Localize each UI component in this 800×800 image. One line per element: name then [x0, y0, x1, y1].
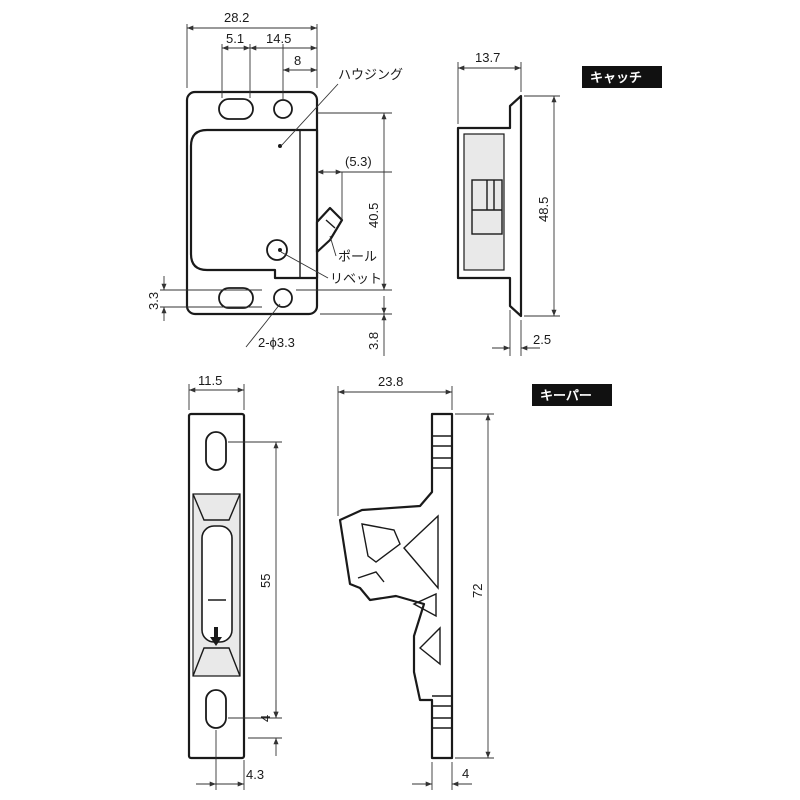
catch-front-view — [185, 90, 344, 316]
pole-detail — [325, 219, 336, 229]
dim-keeper-slot-margin: 4 — [258, 715, 273, 722]
keeper-side-view — [338, 412, 454, 760]
keeper-front-view — [187, 412, 246, 760]
housing-point — [278, 144, 282, 148]
catch-housing — [189, 128, 319, 280]
catch-title: キャッチ — [590, 71, 642, 86]
catch-bottom-hole — [273, 288, 293, 308]
keeper-side-cutout-2 — [403, 514, 439, 590]
dim-keeper-height: 72 — [470, 584, 485, 598]
catch-rivet — [266, 239, 288, 261]
keeper-side-dimensions: 23.8 72 4 — [337, 374, 494, 790]
dim-catch-side-plate: 2.5 — [533, 332, 551, 347]
catch-pole — [315, 206, 344, 254]
keeper-title-tag: キーパー — [532, 384, 612, 406]
label-housing: ハウジング — [338, 68, 403, 83]
keeper-bottom-slot — [205, 689, 227, 729]
keeper-side-cutout-3 — [412, 592, 437, 618]
dim-keeper-slot-spacing: 55 — [258, 574, 273, 588]
catch-front-dimensions: 28.2 5.1 14.5 8 (5.3) 40.5 3.3 3.8 — [146, 10, 392, 356]
dim-catch-side-height: 48.5 — [536, 197, 551, 222]
dim-keeper-plate: 4 — [462, 766, 469, 781]
keeper-side-body — [338, 412, 454, 760]
dim-keeper-side-width: 23.8 — [378, 374, 403, 389]
label-rivet: リベット — [330, 272, 382, 287]
dim-catch-pole-offset: (5.3) — [345, 154, 372, 169]
dim-catch-hole-spacing: 14.5 — [266, 31, 291, 46]
keeper-title: キーパー — [540, 389, 592, 404]
keeper-side-cutout-1 — [361, 523, 401, 563]
catch-side-dimensions: 13.7 48.5 2.5 — [457, 50, 560, 356]
catch-side-view — [456, 94, 523, 318]
keeper-side-hook — [357, 571, 385, 583]
dim-catch-front-width: 28.2 — [224, 10, 249, 25]
label-holes: 2-ϕ3.3 — [258, 335, 295, 350]
dim-keeper-slot-offset: 4.3 — [246, 767, 264, 782]
catch-top-hole — [273, 99, 293, 119]
catch-title-tag: キャッチ — [582, 66, 662, 88]
keeper-side-cutout-4 — [418, 626, 441, 666]
dim-catch-hole-offset: 8 — [294, 53, 301, 68]
keeper-roller — [201, 525, 233, 643]
catch-side-inner — [463, 133, 505, 271]
catch-callouts: ハウジング ポール リベット 2-ϕ3.3 — [245, 68, 403, 350]
dim-catch-side-width: 13.7 — [475, 50, 500, 65]
dim-catch-bottom-margin: 3.8 — [366, 332, 381, 350]
label-pole: ポール — [338, 250, 377, 265]
keeper-arrow-icon — [210, 627, 222, 646]
catch-bottom-slot — [218, 287, 254, 309]
dim-catch-hole-margin: 3.3 — [146, 292, 161, 310]
keeper-front-dimensions: 11.5 55 4 4.3 — [188, 373, 282, 790]
dim-catch-height: 40.5 — [366, 203, 381, 228]
dim-catch-slot: 5.1 — [226, 31, 244, 46]
catch-top-slot — [218, 98, 254, 120]
dim-keeper-front-width: 11.5 — [198, 373, 222, 388]
rivet-center — [278, 248, 282, 252]
keeper-top-slot — [205, 431, 227, 471]
